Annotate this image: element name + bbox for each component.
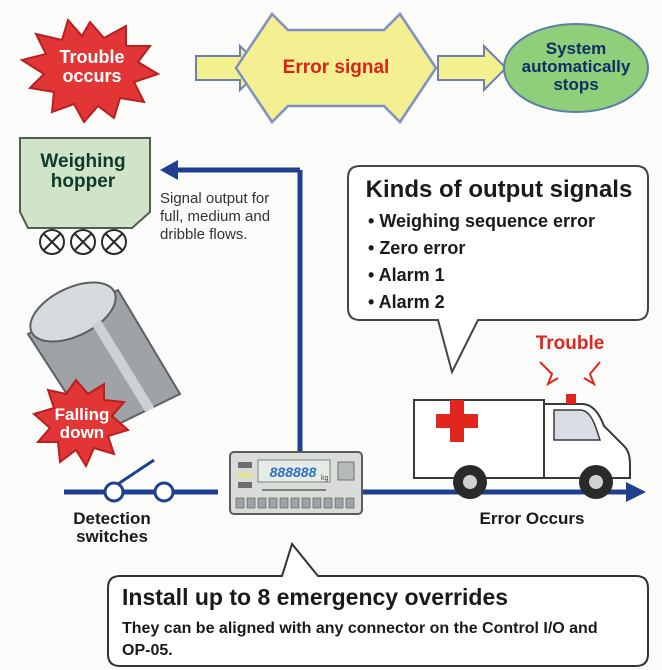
list-item: Alarm 2: [368, 289, 640, 316]
ambulance: [413, 394, 631, 499]
trouble-starburst: [19, 17, 161, 124]
main-arrowhead: [626, 482, 646, 502]
install-callout: [107, 541, 649, 667]
trouble-occurs-label: Trouble occurs: [59, 47, 125, 86]
flow-arrow-2: [437, 43, 508, 93]
weighing-hopper: [19, 137, 151, 229]
signal-output-note: Signal output for full, medium and dribb…: [160, 190, 271, 243]
detection-switch: [103, 458, 175, 503]
trouble-alert-lines: [539, 361, 601, 387]
install-title: Install up to 8 emergency overrides: [122, 584, 509, 610]
list-item: Zero error: [368, 235, 640, 262]
weighing-indicator: [229, 451, 363, 515]
detection-switches-label: Detection switches: [73, 509, 151, 546]
error-occurs-label: Error Occurs: [479, 509, 585, 528]
trouble-label: Trouble: [535, 333, 605, 354]
system-stop-ellipse: [503, 23, 649, 113]
signal-arrowhead: [160, 160, 178, 180]
signal-line: [176, 167, 303, 456]
falling-starburst: [31, 378, 131, 469]
error-signal-label: Error signal: [282, 57, 390, 78]
output-signals-list: Weighing sequence error Zero error Alarm…: [368, 208, 640, 316]
weighing-hopper-label: Weighing hopper: [40, 151, 126, 192]
error-signal-badge: [234, 12, 438, 124]
install-body: They can be aligned with any connector o…: [122, 620, 598, 659]
hopper-gates: [39, 229, 127, 255]
list-item: Alarm 1: [368, 262, 640, 289]
system-stops-label: System automatically stops: [521, 39, 631, 94]
indicator-display: 888888: [270, 464, 317, 480]
list-item: Weighing sequence error: [368, 208, 640, 235]
falling-down-label: Falling down: [54, 405, 110, 442]
output-signals-title: Kinds of output signals: [365, 176, 633, 203]
falling-drum: [26, 281, 182, 438]
indicator-unit: kg: [321, 475, 329, 482]
